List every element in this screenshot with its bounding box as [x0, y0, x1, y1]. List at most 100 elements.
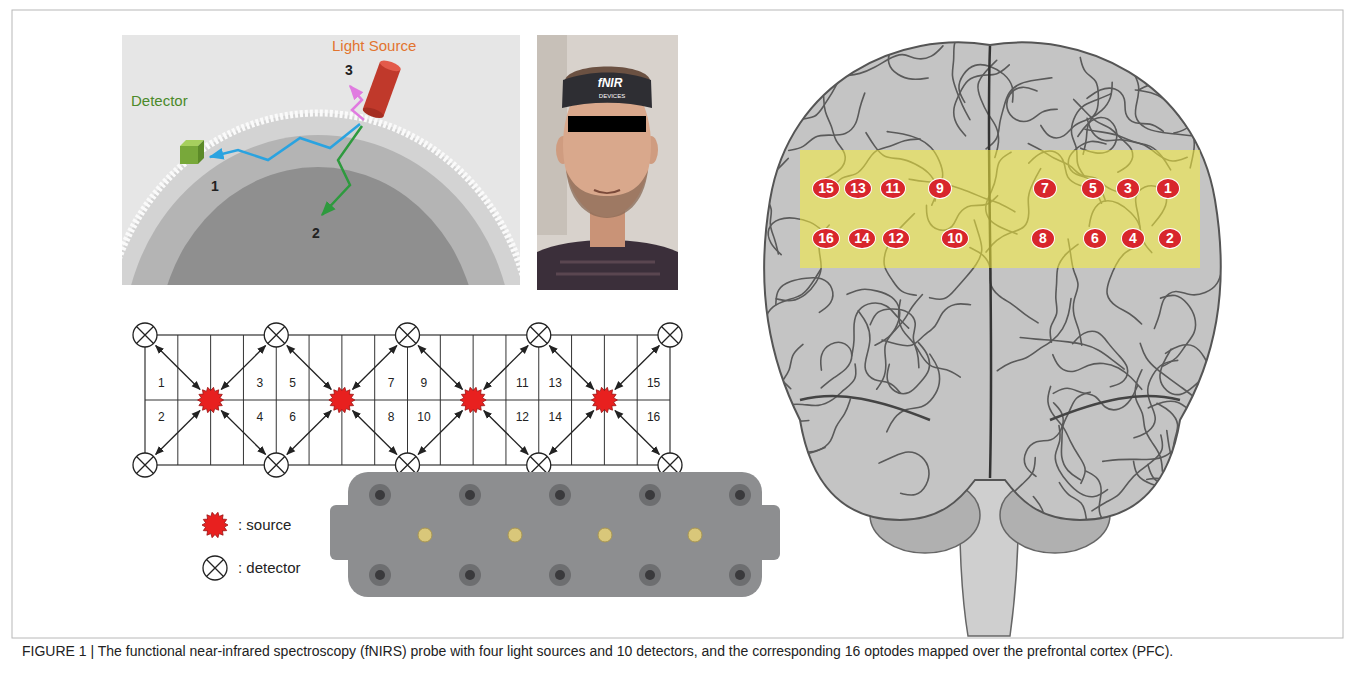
optode-marker: 7 [1033, 178, 1057, 199]
gyrus [1020, 337, 1124, 369]
pfc-band [800, 150, 1200, 268]
detector-symbol [658, 323, 682, 347]
cube-front [180, 146, 198, 164]
detector-hole [639, 564, 661, 586]
grid-line [440, 335, 441, 465]
source-led [508, 528, 522, 542]
gyrus [767, 402, 825, 454]
gyrus [858, 311, 900, 393]
logo-text: fNIR [598, 76, 623, 90]
optode-marker: 10 [941, 228, 969, 249]
gyrus [1147, 478, 1222, 529]
gyrus [1154, 269, 1222, 329]
gyrus [1061, 392, 1090, 480]
head-schematic [103, 35, 533, 577]
grid-line [637, 335, 638, 465]
scalp-layer [122, 113, 520, 285]
detector-ring [133, 453, 157, 477]
light-channel-arrow [156, 346, 200, 390]
gyrus [887, 343, 929, 394]
light-channel-arrow [221, 346, 265, 390]
gyrus [766, 21, 794, 105]
brain-illustration [702, 7, 1257, 636]
detector-hole [735, 490, 745, 500]
source-symbol [591, 387, 617, 412]
light-channel-arrow [221, 411, 265, 455]
channel-number: 6 [287, 410, 298, 424]
channel-number: 2 [156, 410, 167, 424]
grid-line [276, 335, 277, 465]
gyrus [870, 309, 919, 368]
brain-layer [158, 167, 478, 285]
face [563, 73, 651, 217]
detector-symbol [133, 323, 157, 347]
detector-hole [375, 570, 385, 580]
detector-ring [396, 323, 420, 347]
detector-ring [658, 323, 682, 347]
detector-hole [369, 484, 391, 506]
optode-marker: 12 [882, 228, 910, 249]
channel-number: 1 [156, 376, 167, 390]
source-symbol [202, 512, 228, 537]
gyrus [997, 299, 1071, 371]
detector-hole [375, 490, 385, 500]
gyrus [723, 349, 790, 389]
channel-number: 9 [419, 376, 430, 390]
detector-cross [399, 327, 416, 344]
optode-marker: 13 [844, 178, 872, 199]
optode-marker: 11 [880, 178, 907, 199]
optode-number: 5 [1089, 180, 1097, 196]
detector-hole [645, 490, 655, 500]
light-channel-arrow [287, 411, 331, 455]
detector-ring [527, 323, 551, 347]
detector-hole [729, 564, 751, 586]
optode-number: 14 [854, 230, 870, 246]
cylinder-top [379, 58, 402, 73]
gyrus [1078, 118, 1117, 154]
gyrus [844, 46, 943, 76]
optode-number: 6 [1091, 230, 1099, 246]
optode-marker: 4 [1121, 228, 1145, 249]
detector-cross [137, 457, 154, 474]
optode-number: 12 [888, 230, 904, 246]
device-holes [369, 484, 751, 586]
gyrus [821, 342, 852, 388]
light-channel-arrow [287, 346, 331, 390]
gyrus [956, 458, 1035, 509]
light-channel-arrow [418, 346, 462, 390]
gyrus [1086, 471, 1147, 535]
source-led [598, 528, 612, 542]
optode-marker: 5 [1081, 178, 1105, 199]
optode-number: 11 [886, 180, 901, 196]
optode-marker: 8 [1031, 228, 1055, 249]
gyrus [732, 482, 765, 577]
optode-marker: 15 [812, 178, 840, 199]
detector-cross [207, 560, 224, 577]
part-label: Light Source [332, 37, 416, 54]
channel-number: 10 [415, 410, 432, 424]
detector-cross [268, 327, 285, 344]
source-symbol [460, 387, 486, 412]
cube-side [198, 140, 204, 164]
optode-marker: 14 [848, 228, 876, 249]
channel-number: 16 [645, 410, 662, 424]
optode-number: 9 [936, 180, 944, 196]
detector-hole [555, 490, 565, 500]
gyrus [1148, 401, 1214, 457]
gyrus [887, 354, 940, 432]
light-path [210, 124, 360, 160]
eye-bar [568, 116, 646, 132]
channel-number: 11 [514, 376, 530, 390]
optode-number: 2 [1166, 230, 1174, 246]
optode-number: 8 [1039, 230, 1047, 246]
source-symbol [329, 387, 355, 412]
figure-frame [12, 10, 1343, 638]
gyrus [776, 53, 850, 123]
gyrus [766, 270, 821, 350]
detector-symbol [264, 323, 288, 347]
source-led [688, 528, 702, 542]
gyrus [1092, 435, 1163, 511]
detector-hole [639, 484, 661, 506]
detector-hole [549, 564, 571, 586]
